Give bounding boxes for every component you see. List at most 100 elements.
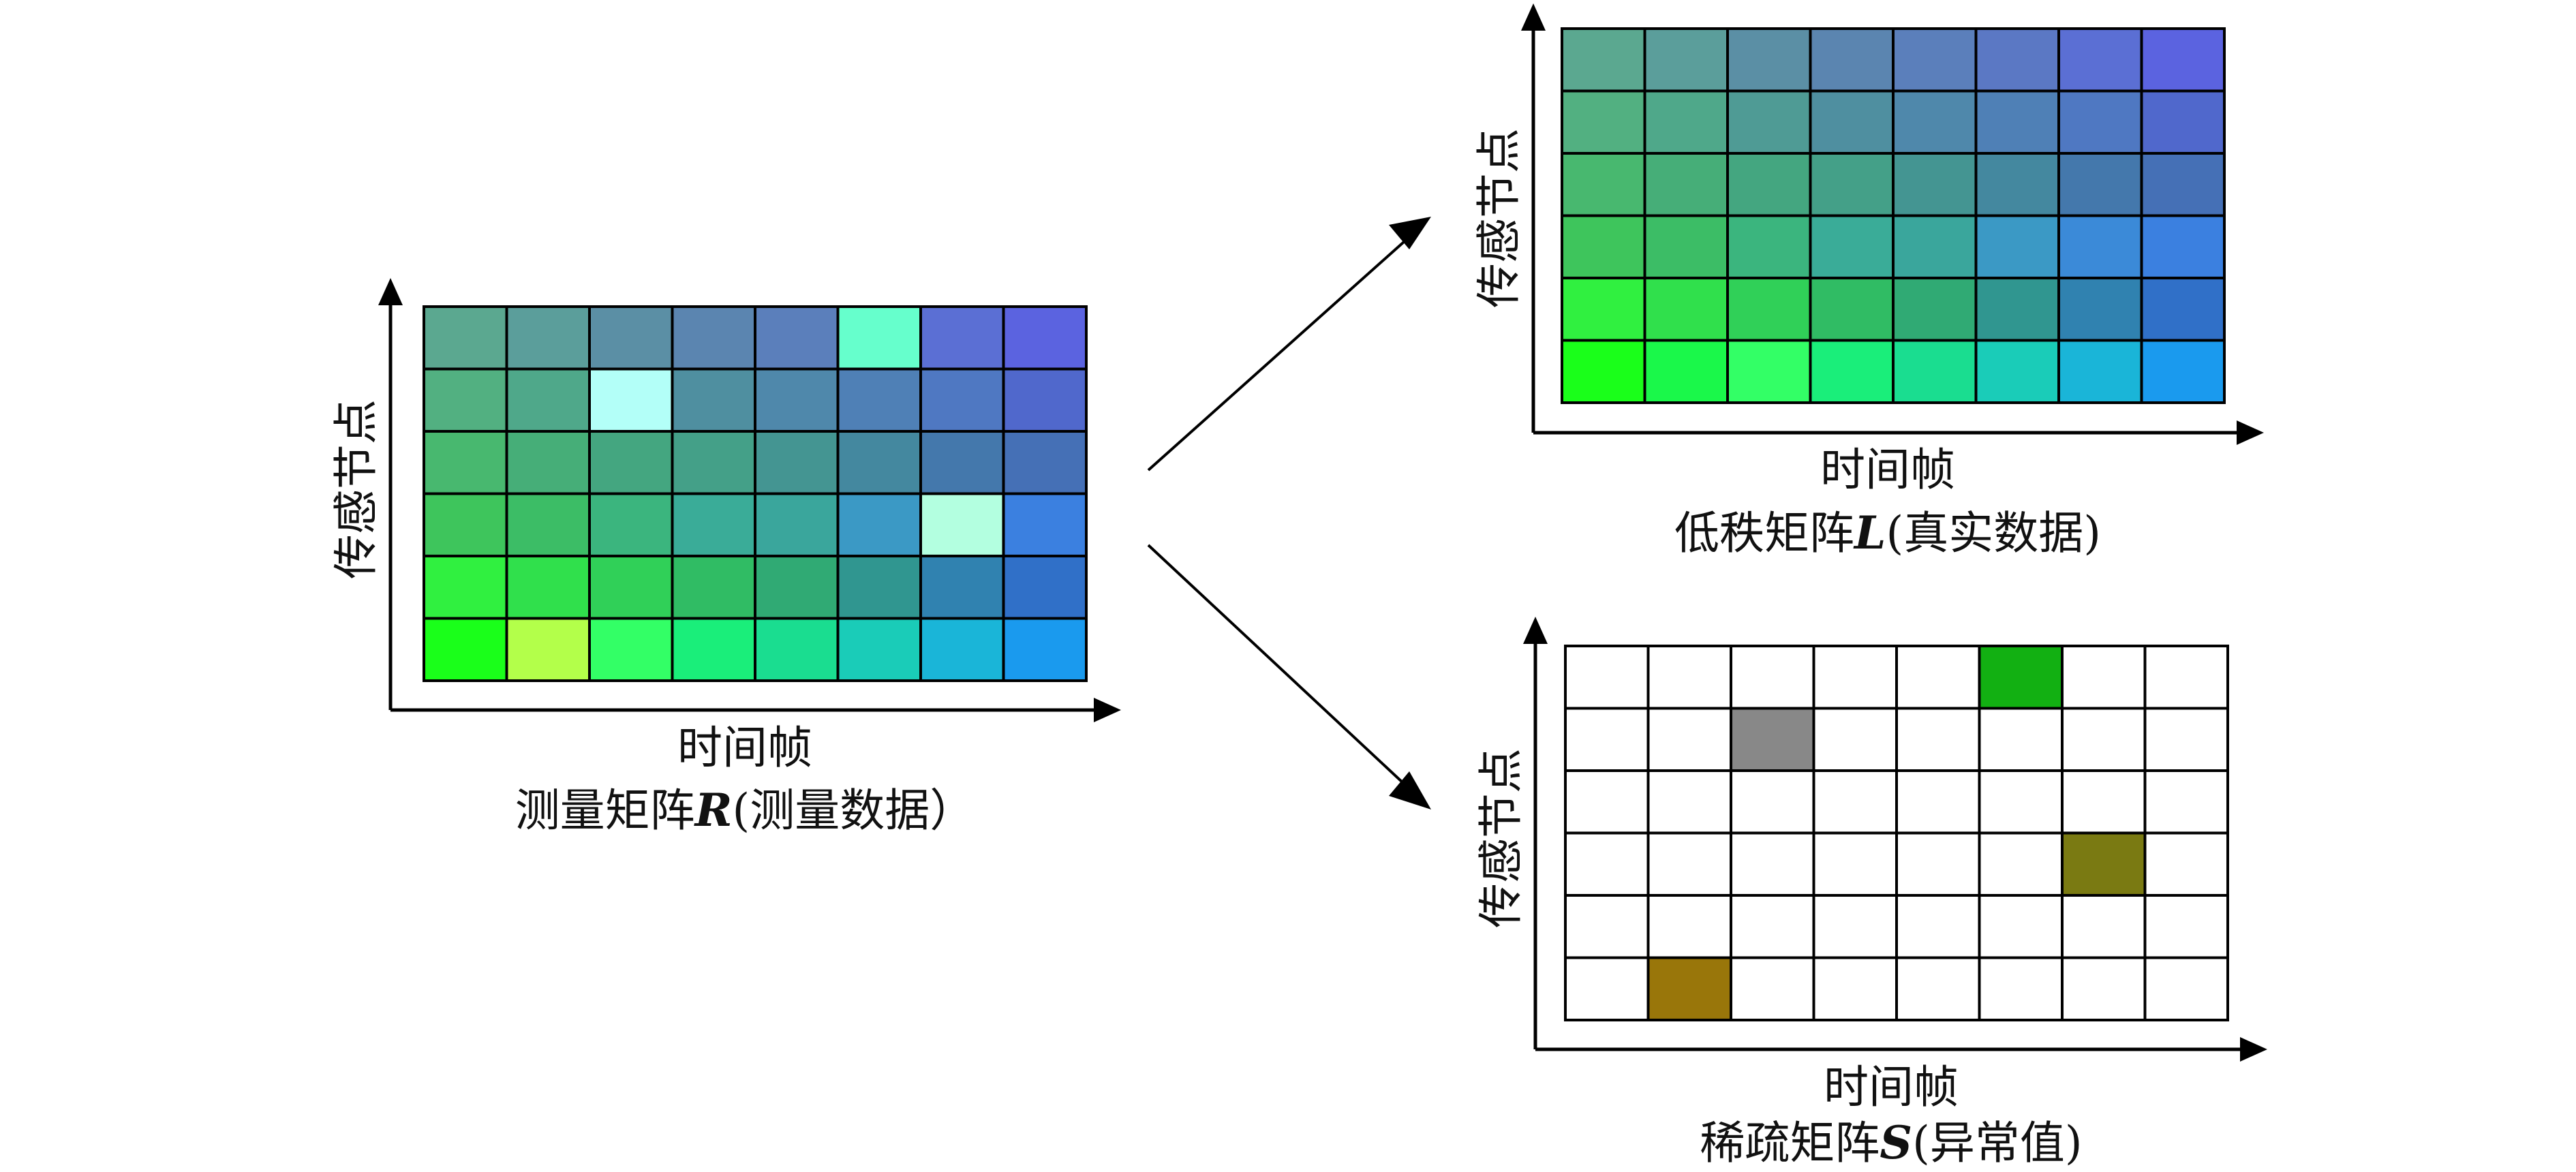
sparse-cell-r5-c2 bbox=[1646, 894, 1732, 959]
low-rank-caption-symbol: L bbox=[1853, 506, 1886, 559]
sparse-cell-r5-c4 bbox=[1812, 894, 1898, 959]
sparse-cell-r6-c1 bbox=[1564, 956, 1650, 1021]
low-rank-x-axis-arrow bbox=[2237, 420, 2264, 445]
sparse-cell-r1-c7 bbox=[2061, 645, 2147, 710]
flow-arrow-to-low-rank bbox=[1147, 241, 1405, 472]
measurement-cell-r1-c2 bbox=[505, 305, 591, 371]
sparse-cell-r3-c5 bbox=[1895, 769, 1981, 835]
sparse-cell-r2-c5 bbox=[1895, 707, 1981, 772]
low-rank-cell-r6-c6 bbox=[1974, 339, 2060, 404]
measurement-cell-r6-c8 bbox=[1002, 617, 1088, 682]
sparse-cell-r6-c2 bbox=[1646, 956, 1732, 1021]
sparse-cell-r3-c3 bbox=[1730, 769, 1815, 835]
low-rank-cell-r1-c4 bbox=[1809, 27, 1895, 93]
sparse-caption-symbol: S bbox=[1880, 1116, 1912, 1169]
sparse-cell-r1-c5 bbox=[1895, 645, 1981, 710]
low-rank-cell-r4-c5 bbox=[1892, 214, 1978, 279]
low-rank-cell-r4-c8 bbox=[2140, 214, 2226, 279]
measurement-matrix-panel: 时间帧 传感节点 测量矩阵R(测量数据） bbox=[330, 278, 1121, 837]
low-rank-cell-r5-c1 bbox=[1561, 277, 1646, 342]
sparse-cell-r3-c7 bbox=[2061, 769, 2147, 835]
sparse-cell-r4-c3 bbox=[1730, 831, 1815, 897]
low-rank-cell-r1-c6 bbox=[1974, 27, 2060, 93]
measurement-caption-symbol: R bbox=[694, 784, 733, 837]
measurement-x-axis-label: 时间帧 bbox=[677, 722, 812, 774]
sparse-cell-r5-c5 bbox=[1895, 894, 1981, 959]
low-rank-cell-r3-c7 bbox=[2057, 152, 2143, 217]
sparse-cell-r5-c3 bbox=[1730, 894, 1815, 959]
measurement-cell-r4-c4 bbox=[671, 492, 756, 557]
low-rank-matrix-grid bbox=[1561, 27, 2226, 404]
low-rank-cell-r2-c4 bbox=[1809, 89, 1895, 155]
measurement-cell-r2-c6 bbox=[836, 367, 922, 433]
measurement-cell-r6-c6 bbox=[836, 617, 922, 682]
low-rank-cell-r1-c5 bbox=[1892, 27, 1978, 93]
measurement-cell-r5-c6 bbox=[836, 555, 922, 620]
low-rank-cell-r3-c6 bbox=[1974, 152, 2060, 217]
sparse-cell-r4-c2 bbox=[1646, 831, 1732, 897]
sparse-cell-r4-c4 bbox=[1812, 831, 1898, 897]
low-rank-cell-r6-c3 bbox=[1726, 339, 1812, 404]
low-rank-cell-r1-c8 bbox=[2140, 27, 2226, 93]
low-rank-cell-r4-c1 bbox=[1561, 214, 1646, 279]
flow-arrowhead-to-sparse bbox=[1389, 771, 1431, 809]
low-rank-matrix-panel: 时间帧 传感节点 低秩矩阵L(真实数据) bbox=[1473, 3, 2264, 559]
low-rank-y-axis-label: 传感节点 bbox=[1473, 128, 1525, 308]
sparse-caption-note: (异常值) bbox=[1912, 1117, 2083, 1169]
low-rank-cell-r2-c2 bbox=[1643, 89, 1729, 155]
measurement-cell-r3-c2 bbox=[505, 430, 591, 495]
sparse-cell-r3-c8 bbox=[2143, 769, 2229, 835]
low-rank-cell-r3-c4 bbox=[1809, 152, 1895, 217]
sparse-cell-r4-c8 bbox=[2143, 831, 2229, 897]
measurement-x-axis-arrow bbox=[1094, 698, 1121, 722]
sparse-cell-r2-c8 bbox=[2143, 707, 2229, 772]
sparse-cell-r5-c7 bbox=[2061, 894, 2147, 959]
sparse-cell-r2-c6 bbox=[1978, 707, 2064, 772]
measurement-cell-r2-c7 bbox=[919, 367, 1005, 433]
low-rank-cell-r6-c5 bbox=[1892, 339, 1978, 404]
measurement-cell-r4-c7 bbox=[919, 492, 1005, 557]
measurement-cell-r3-c4 bbox=[671, 430, 756, 495]
sparse-cell-r5-c1 bbox=[1564, 894, 1650, 959]
low-rank-cell-r2-c7 bbox=[2057, 89, 2143, 155]
measurement-caption: 测量矩阵R(测量数据） bbox=[515, 784, 975, 837]
measurement-cell-r5-c3 bbox=[588, 555, 674, 620]
measurement-cell-r3-c1 bbox=[423, 430, 508, 495]
measurement-caption-text: 测量矩阵 bbox=[515, 784, 695, 837]
low-rank-cell-r6-c8 bbox=[2140, 339, 2226, 404]
measurement-y-axis-arrow bbox=[378, 278, 403, 305]
sparse-cell-r1-c2 bbox=[1646, 645, 1732, 710]
low-rank-caption: 低秩矩阵L(真实数据) bbox=[1674, 506, 2101, 559]
measurement-cell-r4-c3 bbox=[588, 492, 674, 557]
sparse-cell-r4-c6 bbox=[1978, 831, 2064, 897]
measurement-cell-r1-c5 bbox=[754, 305, 840, 371]
measurement-cell-r5-c8 bbox=[1002, 555, 1088, 620]
low-rank-cell-r4-c2 bbox=[1643, 214, 1729, 279]
measurement-caption-note: (测量数据） bbox=[733, 784, 975, 837]
measurement-cell-r5-c7 bbox=[919, 555, 1005, 620]
sparse-cell-r2-c4 bbox=[1812, 707, 1898, 772]
measurement-cell-r1-c1 bbox=[423, 305, 508, 371]
measurement-cell-r1-c3 bbox=[588, 305, 674, 371]
sparse-cell-r1-c3 bbox=[1730, 645, 1815, 710]
measurement-cell-r6-c5 bbox=[754, 617, 840, 682]
measurement-cell-r4-c2 bbox=[505, 492, 591, 557]
sparse-cell-r3-c4 bbox=[1812, 769, 1898, 835]
low-rank-cell-r1-c3 bbox=[1726, 27, 1812, 93]
measurement-cell-r5-c1 bbox=[423, 555, 508, 620]
low-rank-cell-r6-c1 bbox=[1561, 339, 1646, 404]
measurement-cell-r4-c1 bbox=[423, 492, 508, 557]
low-rank-cell-r6-c4 bbox=[1809, 339, 1895, 404]
measurement-cell-r4-c5 bbox=[754, 492, 840, 557]
measurement-cell-r1-c8 bbox=[1002, 305, 1088, 371]
sparse-cell-r6-c4 bbox=[1812, 956, 1898, 1021]
low-rank-cell-r6-c2 bbox=[1643, 339, 1729, 404]
low-rank-cell-r6-c7 bbox=[2057, 339, 2143, 404]
low-rank-cell-r5-c2 bbox=[1643, 277, 1729, 342]
measurement-matrix-grid bbox=[423, 305, 1088, 682]
measurement-cell-r3-c3 bbox=[588, 430, 674, 495]
sparse-cell-r4-c7 bbox=[2061, 831, 2147, 897]
low-rank-cell-r1-c2 bbox=[1643, 27, 1729, 93]
measurement-cell-r3-c8 bbox=[1002, 430, 1088, 495]
low-rank-cell-r3-c5 bbox=[1892, 152, 1978, 217]
